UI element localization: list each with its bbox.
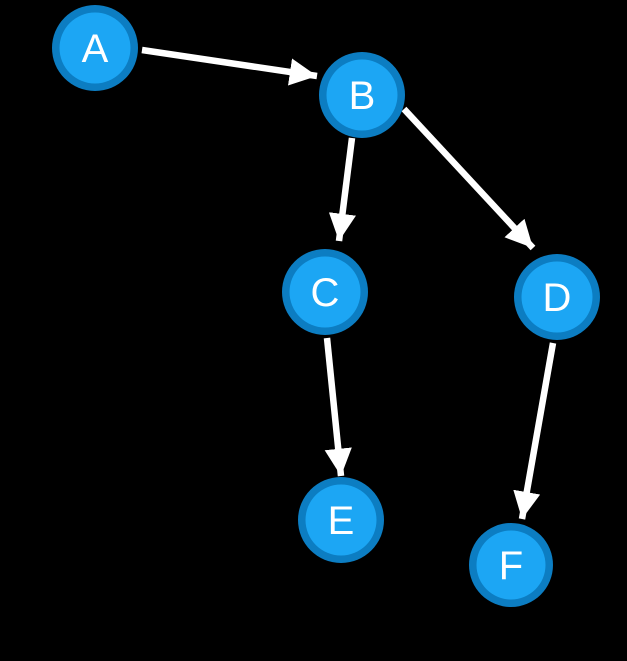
node-D[interactable]: D	[514, 254, 600, 340]
node-C-core	[289, 256, 361, 328]
edge-layer	[141, 46, 557, 520]
node-C-label: C	[311, 271, 340, 315]
edge-A-B	[141, 46, 318, 86]
node-E-label: E	[328, 499, 355, 543]
node-F-label: F	[499, 544, 523, 588]
node-F[interactable]: F	[469, 523, 553, 607]
edge-C-E	[323, 337, 352, 477]
node-A[interactable]: A	[52, 5, 138, 91]
node-C[interactable]: C	[282, 249, 368, 335]
node-B[interactable]: B	[319, 52, 405, 138]
node-F-core	[476, 530, 546, 600]
node-D-core	[521, 261, 593, 333]
edge-B-C	[328, 137, 356, 242]
node-D-label: D	[543, 276, 572, 320]
node-A-core	[59, 12, 131, 84]
node-B-core	[326, 59, 398, 131]
node-A-label: A	[82, 27, 109, 71]
edge-D-F	[513, 342, 557, 520]
node-E-core	[305, 484, 377, 556]
node-E[interactable]: E	[298, 477, 384, 563]
edge-B-D	[401, 106, 536, 251]
node-B-label: B	[349, 74, 376, 118]
